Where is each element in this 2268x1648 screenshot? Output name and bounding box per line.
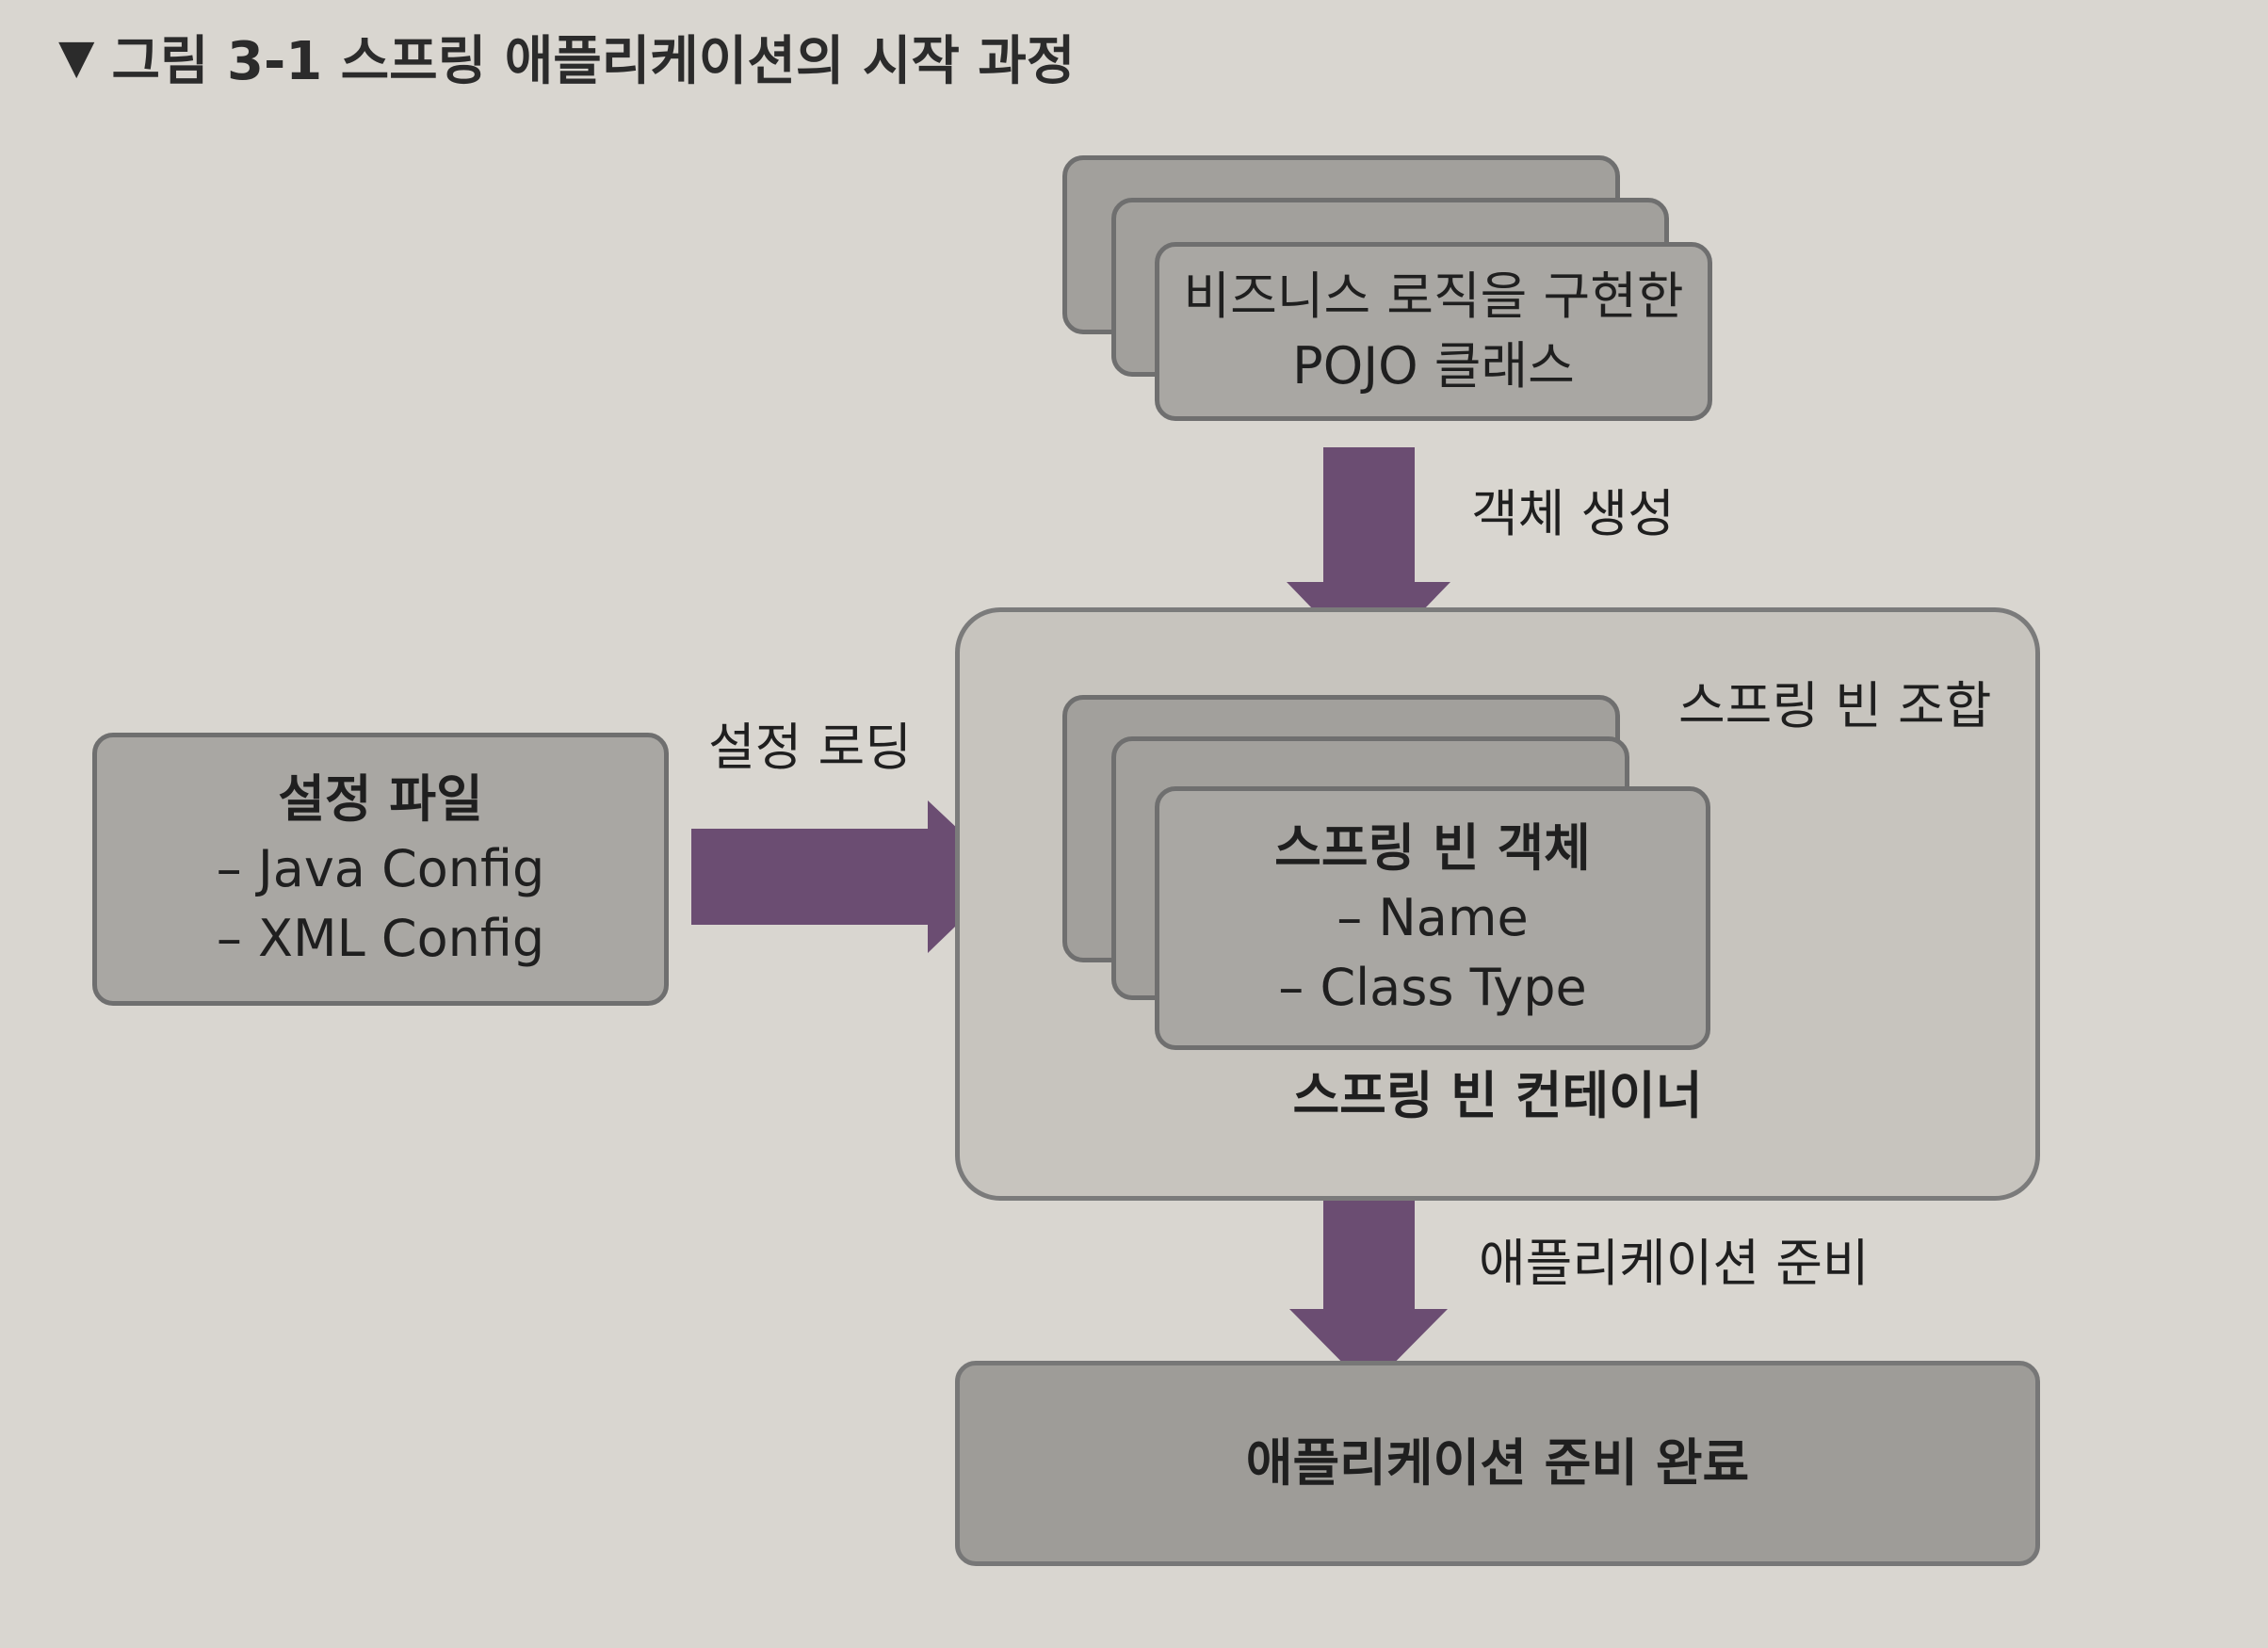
pojo-title: 비즈니스 로직을 구현한 <box>1183 267 1684 326</box>
config-file: 설정 파일 – Java Config – XML Config <box>92 733 669 1006</box>
caption-marker-icon: ▼ <box>58 29 95 84</box>
done-label: 애플리케이션 준비 완료 <box>1245 1433 1750 1493</box>
edge-label-load: 설정 로딩 <box>708 718 912 777</box>
pojo-class: 비즈니스 로직을 구현한 POJO 클래스 <box>1155 242 1712 421</box>
spring-bean-object: 스프링 빈 객체 – Name – Class Type <box>1155 786 1710 1050</box>
config-item-xml: – XML Config <box>216 909 545 968</box>
application-ready-complete: 애플리케이션 준비 완료 <box>955 1361 2040 1566</box>
edge-label-ready: 애플리케이션 준비 <box>1479 1234 1870 1293</box>
config-title: 설정 파일 <box>278 769 483 829</box>
bean-title: 스프링 빈 객체 <box>1274 818 1591 878</box>
arrow-load <box>691 800 1008 953</box>
figure-caption: ▼ 그림 3-1 스프링 애플리케이션의 시작 과정 <box>58 19 1075 94</box>
edge-label-create: 객체 생성 <box>1471 484 1675 543</box>
bean-item-name: – Name <box>1336 888 1529 947</box>
pojo-subtitle: POJO 클래스 <box>1292 336 1575 396</box>
arrow-ready <box>1289 1175 1448 1389</box>
container-label: 스프링 빈 컨테이너 <box>1292 1066 1703 1125</box>
caption-text: 그림 3-1 스프링 애플리케이션의 시작 과정 <box>111 30 1076 92</box>
bean-group-label: 스프링 빈 조합 <box>1678 676 1992 735</box>
config-item-java: – Java Config <box>216 839 545 898</box>
bean-item-class-type: – Class Type <box>1278 958 1587 1017</box>
